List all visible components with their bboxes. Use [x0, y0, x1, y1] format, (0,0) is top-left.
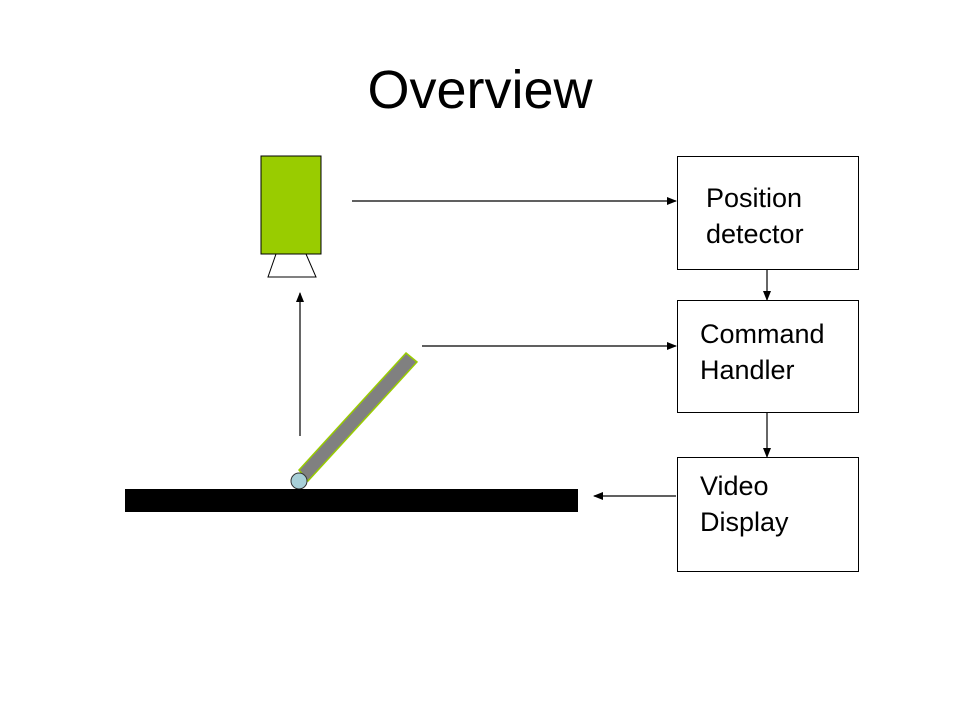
video-display-label-line2: Display [700, 507, 789, 537]
video-display-box [677, 457, 859, 572]
position-detector-label-line2: detector [706, 219, 804, 249]
slide-title: Overview [367, 60, 593, 120]
video-display-label-line1: Video [700, 471, 769, 501]
command-handler-label-line1: Command [700, 319, 825, 349]
position-detector-label: Position detector [706, 180, 804, 252]
command-handler-label: Command Handler [700, 316, 825, 388]
position-detector-label-line1: Position [706, 183, 803, 213]
pointer-tip [290, 472, 308, 490]
table-surface [125, 489, 578, 512]
video-display-label: Video Display [700, 468, 789, 540]
camera-body [260, 155, 322, 255]
position-detector-box [677, 156, 859, 270]
command-handler-label-line2: Handler [700, 355, 795, 385]
camera [260, 155, 322, 278]
camera-lens [267, 253, 317, 278]
command-handler-box [677, 300, 859, 413]
pointer-rod [298, 351, 419, 483]
